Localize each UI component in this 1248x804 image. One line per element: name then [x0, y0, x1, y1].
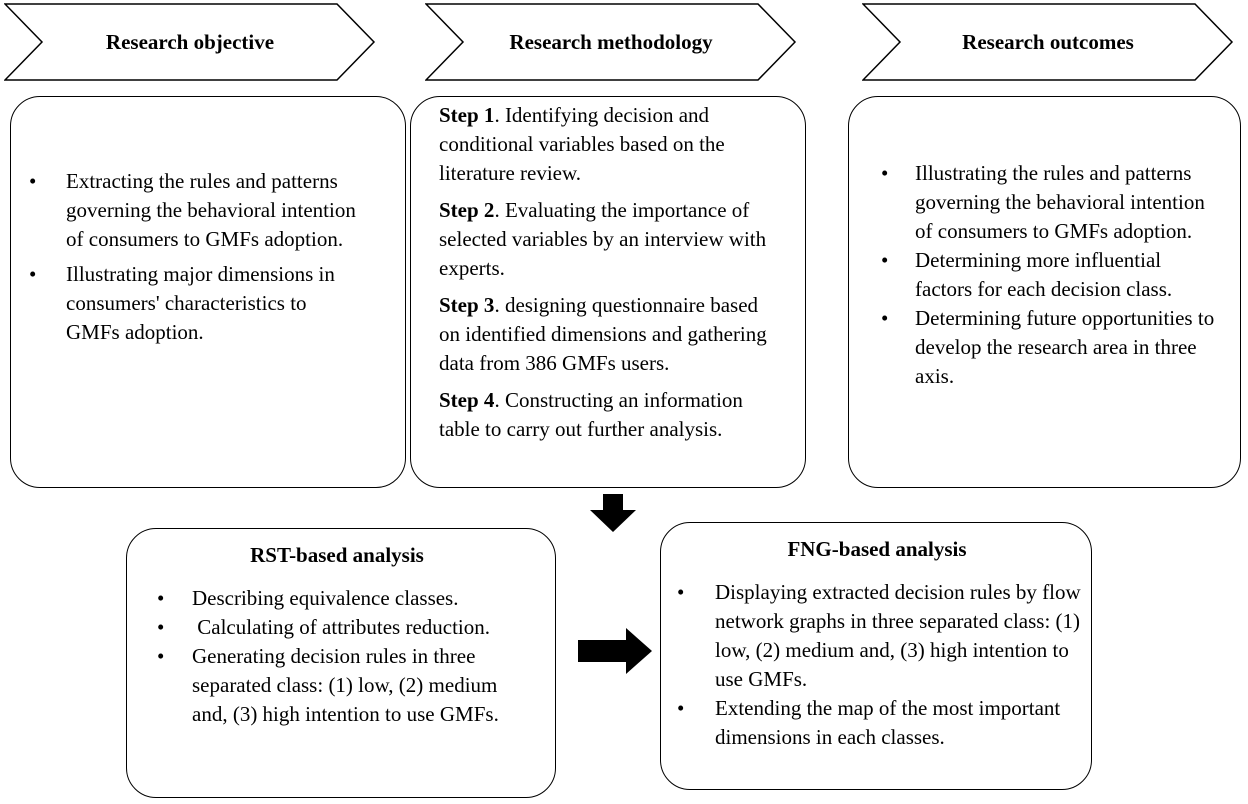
fng-analysis-box: FNG-based analysis • Displaying extracted…: [660, 522, 1092, 790]
chevron-shape: [862, 3, 1234, 81]
outcomes-list: • Illustrating the rules and patterns gov…: [873, 159, 1216, 391]
rst-analysis-title: RST-based analysis: [250, 543, 424, 567]
step-text: . Constructing an information table to c…: [439, 388, 743, 441]
step-label: Step 1: [439, 103, 495, 127]
outcomes-item: • Determining more influential factors fo…: [873, 246, 1216, 304]
bullet-icon: •: [677, 696, 685, 720]
outcomes-item: • Illustrating the rules and patterns gov…: [873, 159, 1216, 246]
rst-item-text: Calculating of attributes reduction.: [192, 615, 490, 639]
rst-item-text: Generating decision rules in three separ…: [192, 644, 499, 726]
fng-item-text: Displaying extracted decision rules by f…: [715, 580, 1081, 691]
bullet-icon: •: [881, 161, 889, 185]
bullet-icon: •: [157, 644, 165, 668]
objective-item-text: Illustrating major dimensions in consume…: [66, 262, 335, 344]
methodology-step: Step 3. designing questionnaire based on…: [439, 291, 781, 378]
objective-item-text: Extracting the rules and patterns govern…: [66, 169, 356, 251]
chevron-shape: [4, 3, 376, 81]
step-label: Step 2: [439, 198, 495, 222]
chevron-shape: [425, 3, 797, 81]
outcomes-item-text: Illustrating the rules and patterns gove…: [915, 161, 1205, 243]
bullet-icon: •: [29, 169, 37, 193]
outcomes-box: • Illustrating the rules and patterns gov…: [848, 96, 1241, 488]
outcomes-item-text: Determining more influential factors for…: [915, 248, 1173, 301]
objective-item: • Extracting the rules and patterns gover…: [21, 167, 365, 254]
rst-item-text: Describing equivalence classes.: [192, 586, 459, 610]
down-arrow-icon: [590, 494, 636, 532]
bullet-icon: •: [881, 306, 889, 330]
bullet-icon: •: [881, 248, 889, 272]
rst-item: • Describing equivalence classes.: [139, 584, 535, 613]
bullet-icon: •: [29, 262, 37, 286]
step-label: Step 3: [439, 293, 495, 317]
bullet-icon: •: [157, 615, 165, 639]
methodology-step: Step 1. Identifying decision and conditi…: [439, 101, 781, 188]
objective-list: • Extracting the rules and patterns gover…: [21, 167, 365, 347]
fng-item-text: Extending the map of the most important …: [715, 696, 1061, 749]
fng-item: • Displaying extracted decision rules by …: [673, 578, 1081, 694]
rst-item: • Calculating of attributes reduction.: [139, 613, 535, 642]
step-text: . Evaluating the importance of selected …: [439, 198, 767, 280]
step-label: Step 4: [439, 388, 495, 412]
fng-list: • Displaying extracted decision rules by …: [673, 578, 1081, 752]
research-methodology-label: Research methodology: [509, 30, 713, 54]
outcomes-item: • Determining future opportunities to dev…: [873, 304, 1216, 391]
bullet-icon: •: [157, 586, 165, 610]
step-text: . Identifying decision and conditional v…: [439, 103, 725, 185]
methodology-box: Step 1. Identifying decision and conditi…: [410, 96, 806, 488]
fng-analysis-title: FNG-based analysis: [787, 537, 967, 561]
outcomes-item-text: Determining future opportunities to deve…: [915, 306, 1215, 388]
research-outcomes-label: Research outcomes: [962, 30, 1134, 54]
right-arrow-icon: [578, 628, 652, 674]
objective-box: • Extracting the rules and patterns gover…: [10, 96, 406, 488]
fng-item: • Extending the map of the most important…: [673, 694, 1081, 752]
chevron-research-objective: Research objective: [4, 0, 376, 84]
chevron-research-methodology: Research methodology: [425, 0, 797, 84]
chevron-research-outcomes: Research outcomes: [862, 0, 1234, 84]
methodology-step: Step 2. Evaluating the importance of sel…: [439, 196, 781, 283]
rst-item: • Generating decision rules in three sepa…: [139, 642, 535, 729]
rst-analysis-box: RST-based analysis • Describing equivalen…: [126, 528, 556, 798]
bullet-icon: •: [677, 580, 685, 604]
rst-list: • Describing equivalence classes. • Calcu…: [139, 584, 535, 729]
objective-item: • Illustrating major dimensions in consum…: [21, 260, 365, 347]
step-text: . designing questionnaire based on ident…: [439, 293, 767, 375]
research-objective-label: Research objective: [105, 30, 275, 54]
methodology-step: Step 4. Constructing an information tabl…: [439, 386, 781, 444]
